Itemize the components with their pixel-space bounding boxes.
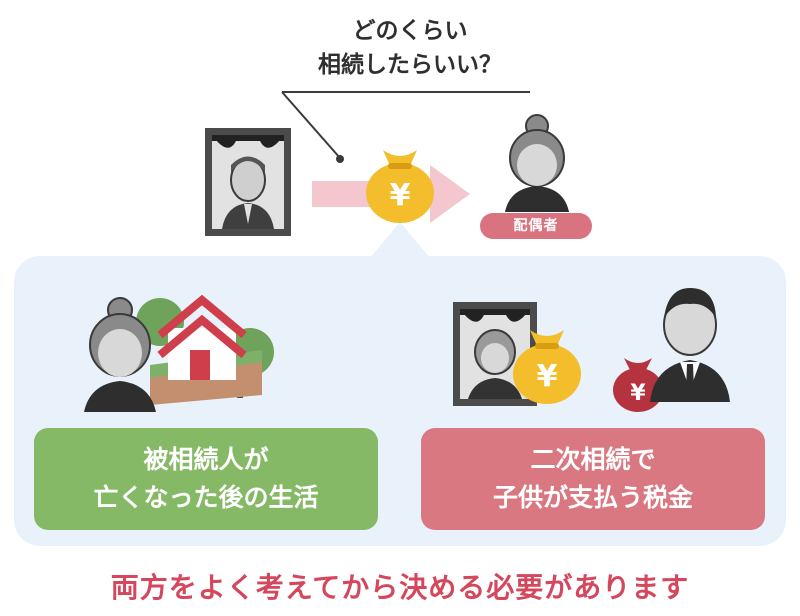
question-line-2: 相続したらいい？ <box>318 52 502 78</box>
elderly-woman-left-icon <box>84 297 156 412</box>
living-after-death-line-2: 亡くなった後の生活 <box>93 483 319 512</box>
elderly-woman-icon <box>505 114 569 212</box>
question-text: どのくらい 相続したらいい？ <box>290 14 530 82</box>
money-bag-icon <box>366 150 434 223</box>
living-after-death-box: 被相続人が 亡くなった後の生活 <box>34 428 378 530</box>
living-after-death-line-1: 被相続人が <box>143 445 269 474</box>
question-line-1: どのくらい <box>352 18 468 44</box>
spouse-label: 配偶者 <box>480 213 592 239</box>
small-money-bag-yen-symbol: ¥ <box>630 381 646 406</box>
son-icon <box>650 288 730 402</box>
money-bag-yen-symbol: ¥ <box>390 178 411 213</box>
house-icon <box>157 294 247 380</box>
panel-pointer <box>370 222 430 258</box>
secondary-inheritance-tax-line-2: 子供が支払う税金 <box>492 483 693 512</box>
secondary-inheritance-tax-line-1: 二次相続で <box>530 445 656 474</box>
conclusion-text: 両方をよく考えてから決める必要があります <box>110 571 690 604</box>
portrait-deceased-man-icon <box>205 128 291 236</box>
money-bag-large-icon <box>513 330 581 404</box>
secondary-inheritance-tax-box: 二次相続で 子供が支払う税金 <box>421 428 765 530</box>
money-bag-large-yen-symbol: ¥ <box>537 359 558 394</box>
